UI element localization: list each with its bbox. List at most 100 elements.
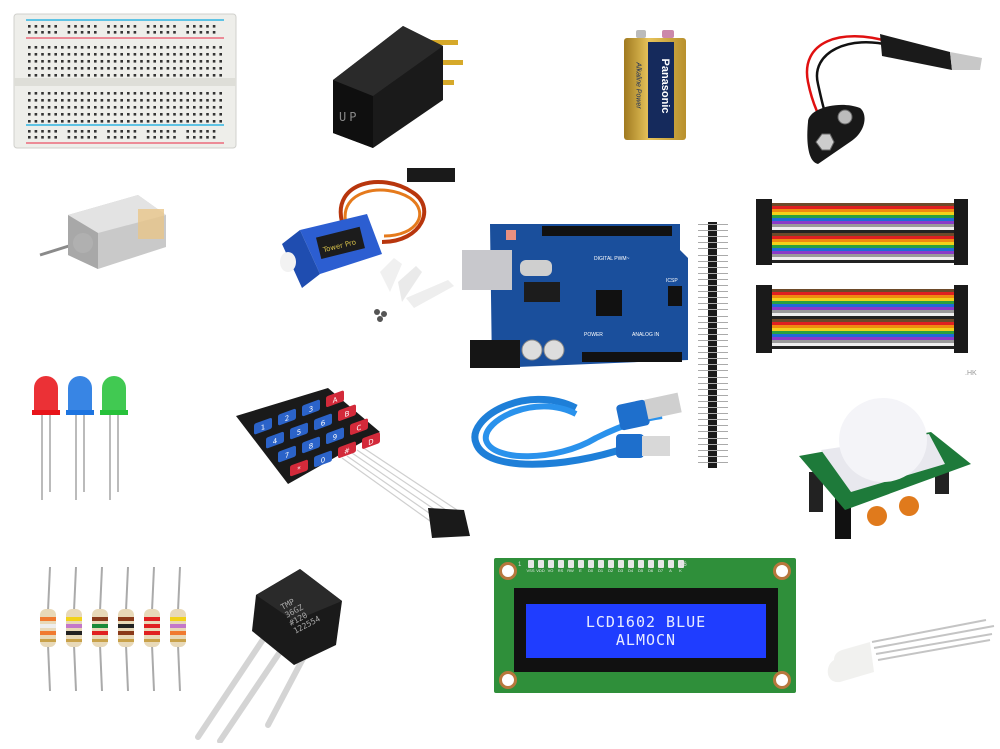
lcd-pin-label: D4	[627, 568, 634, 573]
watermark: .HK	[965, 370, 977, 377]
header-pin	[698, 346, 728, 347]
header-pin	[698, 224, 728, 225]
header-pin	[698, 266, 728, 268]
jumper-wire	[768, 322, 958, 325]
jumper-wire	[768, 245, 958, 248]
header-pin	[698, 431, 728, 433]
svg-text:0: 0	[321, 455, 326, 465]
jumper-wire	[768, 316, 958, 319]
jumper-wire	[768, 301, 958, 304]
keypad-key: D	[362, 432, 380, 449]
battery-brand: Panasonic	[659, 58, 671, 114]
svg-text:D: D	[368, 436, 374, 447]
header-pin	[698, 248, 728, 250]
keypad-key: 1	[254, 417, 272, 435]
header-pin	[698, 309, 728, 311]
jumper-wire	[768, 257, 958, 260]
resistor	[66, 566, 82, 692]
lcd-pin: D0	[586, 560, 595, 573]
lcd-pin-header	[527, 560, 534, 568]
lcd-pin-header	[667, 560, 674, 568]
lcd-pin-label: D2	[607, 568, 614, 573]
header-pin	[698, 297, 728, 299]
lcd-pin-header	[677, 560, 684, 568]
jumper-wire	[768, 239, 958, 242]
lcd-pin-header	[657, 560, 664, 568]
jumper-wire	[768, 343, 958, 346]
dc-motor	[38, 185, 178, 275]
keypad-key: #	[338, 441, 356, 458]
lcd-mount-hole	[773, 671, 791, 689]
battery-clip	[800, 22, 990, 170]
jumper-wire	[768, 221, 958, 224]
svg-text:*: *	[297, 464, 301, 474]
header-pin	[698, 449, 728, 451]
svg-text:6: 6	[321, 418, 326, 428]
lcd-pin: RS	[556, 560, 565, 573]
header-pin	[698, 230, 728, 232]
jumper-wire	[768, 236, 958, 239]
header-pin	[698, 437, 728, 439]
lcd-pin-header	[597, 560, 604, 568]
jumper-wire	[768, 325, 958, 328]
svg-text:9: 9	[333, 432, 338, 442]
lcd-pin-start: 1	[518, 562, 522, 568]
jumper-wire	[768, 251, 958, 254]
jumper-wire	[768, 340, 958, 343]
keypad-key: *	[290, 459, 308, 477]
lcd-pin: D7	[656, 560, 665, 573]
led	[66, 376, 94, 500]
header-pin	[698, 455, 728, 457]
svg-text:8: 8	[309, 441, 314, 451]
battery-9v: Panasonic Alkaline Power	[622, 30, 688, 142]
pin-header	[698, 222, 728, 470]
lcd-pin: D1	[596, 560, 605, 573]
arduino-analog-label: ANALOG IN	[632, 332, 660, 338]
lcd-pin: A	[666, 560, 675, 573]
jumper-ribbon-top	[768, 203, 958, 263]
lcd-pin-header	[537, 560, 544, 568]
lcd-pin-header	[617, 560, 624, 568]
lcd-line-2: ALMOCN	[615, 631, 677, 649]
resistor	[144, 566, 160, 692]
jumper-wire	[768, 334, 958, 337]
jumper-wire	[768, 209, 958, 212]
header-pin	[698, 242, 728, 244]
header-pin	[698, 236, 728, 238]
usb-cable	[466, 388, 690, 480]
header-pin	[698, 388, 728, 390]
lcd-pin: VSS	[526, 560, 535, 573]
lcd-mount-hole	[773, 562, 791, 580]
arduino-icsp-label: ICSP	[666, 278, 678, 284]
lcd-pin-label: D6	[647, 568, 654, 573]
header-pin	[698, 260, 728, 262]
lcd-pin-label: RS	[557, 568, 564, 573]
svg-text:4: 4	[273, 436, 278, 446]
jumper-wire	[768, 203, 958, 206]
keypad-key: 4	[266, 431, 284, 449]
lcd-pin-label: D0	[587, 568, 594, 573]
lcd-screen: LCD1602 BLUE ALMOCN	[526, 604, 766, 658]
header-pin	[698, 254, 728, 256]
lcd-pin: D2	[606, 560, 615, 573]
header-pin	[698, 291, 728, 293]
header-pin	[698, 285, 728, 286]
lcd-pin-header	[557, 560, 564, 568]
header-pin	[698, 400, 728, 402]
lcd-pin: VDD	[536, 560, 545, 573]
jumper-wire	[768, 292, 958, 295]
lcd-pin-label: D1	[597, 568, 604, 573]
header-pin	[698, 364, 728, 366]
jumper-wire	[768, 254, 958, 257]
jumper-wire	[768, 206, 958, 209]
header-pin	[698, 358, 728, 360]
header-pin	[698, 443, 728, 445]
breadboard-illustration	[13, 13, 237, 149]
rgb-led	[822, 612, 998, 690]
leds	[30, 372, 150, 504]
jumper-wire	[768, 337, 958, 340]
lcd-pin-header	[607, 560, 614, 568]
